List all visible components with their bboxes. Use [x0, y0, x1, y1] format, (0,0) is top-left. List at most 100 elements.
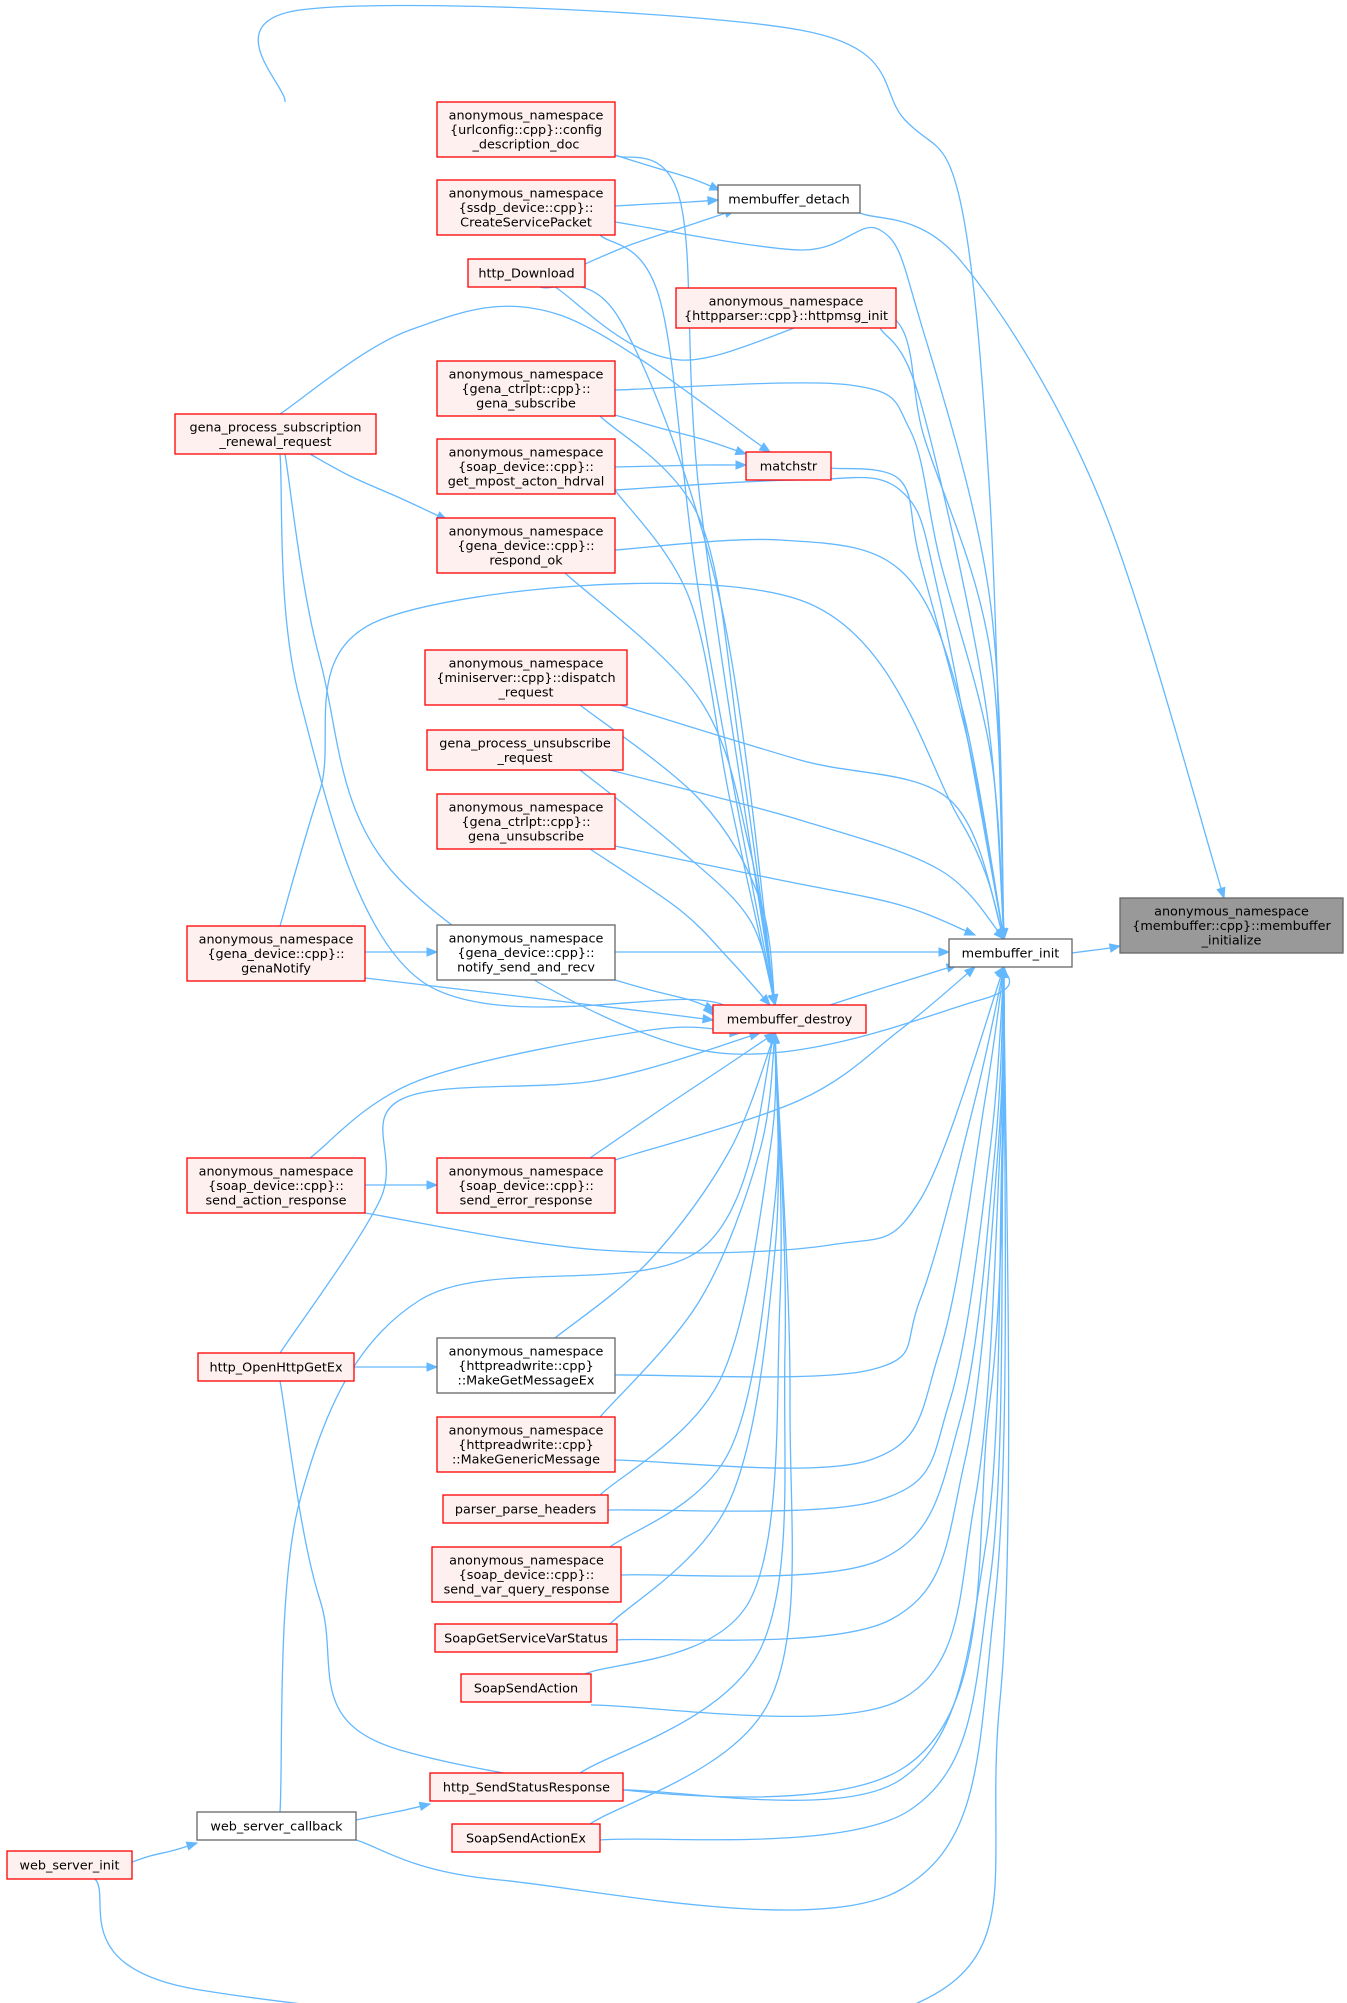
- edge-CreateServicePacket-to-membuffer_detach: [614, 195, 720, 207]
- edge-line: [584, 209, 736, 265]
- edge-gena_process_subscription_renewal_request-to-membuffer_destroy: [279, 453, 726, 1017]
- edge-arrowhead: [999, 965, 1009, 978]
- edge-SoapGetServiceVarStatus-to-membuffer_destroy: [609, 1031, 780, 1625]
- node-box: [431, 1546, 622, 1603]
- node-gena-unsubscribe[interactable]: anonymous_namespace{gena_ctrlpt::cpp}::g…: [436, 793, 616, 850]
- node-send-error-response[interactable]: anonymous_namespace{soap_device::cpp}::s…: [436, 1157, 616, 1214]
- node-SoapSendActionEx[interactable]: SoapSendActionEx: [451, 1823, 601, 1853]
- node-parser-parse-headers[interactable]: parser_parse_headers: [442, 1494, 609, 1524]
- node-send-action-response[interactable]: anonymous_namespace{soap_device::cpp}::s…: [186, 1157, 366, 1214]
- edge-line: [614, 979, 716, 1011]
- node-gena-subscribe[interactable]: anonymous_namespace{gena_ctrlpt::cpp}::g…: [436, 360, 616, 417]
- edge-arrowhead: [735, 460, 748, 470]
- node-matchstr[interactable]: matchstr: [745, 451, 832, 481]
- node-genaNotify[interactable]: anonymous_namespace{gena_device::cpp}::g…: [186, 925, 366, 982]
- edge-line: [830, 467, 1005, 940]
- edge-line: [614, 414, 747, 455]
- edge-line: [614, 966, 976, 1161]
- node-root[interactable]: anonymous_namespace{membuffer::cpp}::mem…: [1119, 897, 1344, 954]
- edge-web_server_callback-to-membuffer_destroy: [279, 1031, 777, 1813]
- node-send-var-query-response[interactable]: anonymous_namespace{soap_device::cpp}::s…: [431, 1546, 622, 1603]
- edge-arrowhead: [702, 1014, 715, 1024]
- edge-config_description_doc-to-membuffer_detach: [614, 154, 722, 191]
- node-label-line: _request: [496, 751, 552, 766]
- node-notify-send-and-recv[interactable]: anonymous_namespace{gena_device::cpp}::n…: [436, 924, 616, 981]
- edge-genaNotify-to-membuffer_destroy: [364, 977, 715, 1024]
- node-http-SendStatusResponse[interactable]: http_SendStatusResponse: [429, 1772, 624, 1802]
- node-config-description-doc[interactable]: anonymous_namespace{urlconfig::cpp}::con…: [436, 101, 616, 158]
- edge-line: [609, 1032, 779, 1548]
- node-http-Download[interactable]: http_Download: [467, 258, 586, 288]
- node-membuffer-destroy[interactable]: membuffer_destroy: [712, 1004, 867, 1034]
- node-membuffer-detach[interactable]: membuffer_detach: [717, 184, 861, 214]
- node-label-line: {soap_device::cpp}::: [458, 460, 594, 475]
- edge-arrowhead: [963, 926, 977, 936]
- edge-arrowhead: [767, 1031, 777, 1045]
- edge-send_action_response-to-membuffer_destroy: [309, 1026, 742, 1159]
- node-label-line: gena_subscribe: [476, 397, 576, 412]
- node-gena-process-unsubscribe-request[interactable]: gena_process_unsubscribe_request: [426, 729, 624, 771]
- node-label-line: http_OpenHttpGetEx: [209, 1361, 343, 1376]
- node-box: [436, 179, 616, 236]
- edge-config_description_doc-to-membuffer_init: [257, 4, 1009, 941]
- node-label-line: SoapGetServiceVarStatus: [444, 1632, 608, 1647]
- edge-send_error_response-to-membuffer_destroy: [589, 1032, 777, 1159]
- node-box: [436, 360, 616, 417]
- node-MakeGenericMessage[interactable]: anonymous_namespace{httpreadwrite::cpp}:…: [436, 1416, 616, 1473]
- node-dispatch-request[interactable]: anonymous_namespace{miniserver::cpp}::di…: [424, 649, 628, 706]
- node-SoapSendAction[interactable]: SoapSendAction: [460, 1673, 592, 1703]
- edge-arrowhead: [734, 446, 748, 456]
- node-label-line: respond_ok: [489, 554, 563, 569]
- edge-line: [616, 966, 1005, 1641]
- node-box: [436, 438, 616, 495]
- edge-line: [94, 966, 1010, 2003]
- node-respond-ok[interactable]: anonymous_namespace{gena_device::cpp}::r…: [436, 517, 616, 574]
- node-label-line: anonymous_namespace: [449, 1165, 604, 1180]
- node-box: [436, 517, 616, 574]
- node-label-line: {httpparser::cpp}::httpmsg_init: [684, 309, 888, 324]
- edge-line: [355, 966, 1007, 1911]
- node-label-line: notify_send_and_recv: [457, 961, 595, 976]
- node-label-line: send_error_response: [460, 1194, 593, 1209]
- node-SoapGetServiceVarStatus[interactable]: SoapGetServiceVarStatus: [434, 1623, 618, 1653]
- node-MakeGetMessageEx[interactable]: anonymous_namespace{httpreadwrite::cpp}:…: [436, 1337, 616, 1394]
- node-label-line: {gena_device::cpp}::: [207, 947, 344, 962]
- node-label-line: ::MakeGenericMessage: [452, 1453, 600, 1468]
- edge-arrowhead: [418, 1801, 432, 1812]
- node-CreateServicePacket[interactable]: anonymous_namespace{ssdp_device::cpp}::C…: [436, 179, 616, 236]
- edge-config_description_doc-to-membuffer_destroy: [614, 154, 779, 1007]
- node-label-line: gena_process_subscription: [190, 420, 362, 435]
- node-web-server-callback[interactable]: web_server_callback: [196, 1811, 357, 1841]
- node-box: [436, 924, 616, 981]
- edge-web_server_init-to-membuffer_init: [94, 965, 1010, 2003]
- node-label-line: _request: [497, 686, 553, 701]
- node-label-line: anonymous_namespace: [449, 525, 604, 540]
- node-http-OpenHttpGetEx[interactable]: http_OpenHttpGetEx: [197, 1352, 355, 1382]
- node-label-line: web_server_init: [19, 1859, 119, 1874]
- node-label-line: {httpreadwrite::cpp}: [458, 1438, 593, 1453]
- edge-arrowhead: [426, 1180, 439, 1190]
- edge-genaNotify-to-membuffer_init: [279, 582, 1005, 941]
- node-box: [436, 101, 616, 158]
- node-label-line: {urlconfig::cpp}::config: [450, 123, 602, 138]
- node-web-server-init[interactable]: web_server_init: [6, 1850, 133, 1880]
- edge-line: [614, 966, 1005, 1469]
- node-label-line: send_action_response: [205, 1194, 346, 1209]
- node-membuffer-init[interactable]: membuffer_init: [948, 938, 1073, 968]
- node-get-mpost-acton-hdrval[interactable]: anonymous_namespace{soap_device::cpp}::g…: [436, 438, 616, 495]
- edge-get_mpost_acton_hdrval-to-membuffer_destroy: [614, 489, 778, 1007]
- edge-line: [619, 704, 1005, 940]
- edge-line: [364, 966, 1005, 1254]
- edge-SoapSendAction-to-membuffer_init: [590, 965, 1009, 1718]
- node-box: [197, 1352, 355, 1382]
- node-httpmsg-init[interactable]: anonymous_namespace{httpparser::cpp}::ht…: [675, 287, 897, 329]
- edge-line: [539, 285, 776, 1006]
- node-label-line: anonymous_namespace: [449, 801, 604, 816]
- edge-web_server_callback-to-http_SendStatusResponse: [355, 1801, 432, 1821]
- edge-line: [614, 154, 776, 1006]
- edge-line: [614, 538, 1005, 940]
- node-box: [948, 938, 1073, 968]
- edge-line: [589, 848, 771, 1006]
- node-gena-process-subscription-renewal-request[interactable]: gena_process_subscription_renewal_reques…: [174, 413, 377, 455]
